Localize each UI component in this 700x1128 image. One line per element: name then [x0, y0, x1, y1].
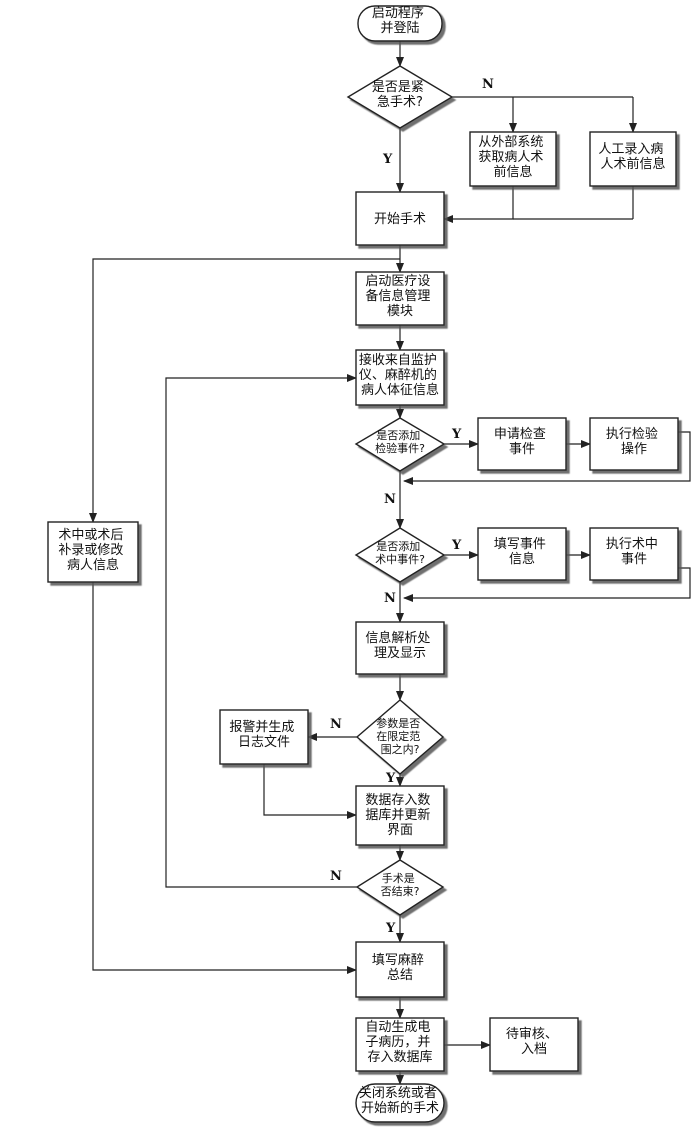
decision-range	[355, 699, 445, 775]
label-y-addexam: Y	[451, 427, 462, 442]
supplement-label: 术中或术后 补录或修改 病人信息	[58, 528, 127, 573]
end-label: 手术是 否结束?	[381, 871, 420, 898]
decision-addexam	[354, 417, 446, 472]
label-n-addevent: N	[384, 591, 396, 606]
process-receive	[355, 349, 445, 406]
anesth-label: 填写麻醉 总结	[372, 952, 428, 983]
apply-label: 申请检查 事件	[494, 427, 550, 457]
label-y-end: Y	[385, 921, 396, 936]
connectors	[89, 41, 691, 1085]
arrow-execexam-return	[403, 431, 691, 485]
alarm-label: 报警并生成 日志文件	[229, 719, 298, 750]
emr-label: 自动生成电 子病历，并 存入数据库	[365, 1020, 434, 1065]
addevent-label: 是否添加 术中事件?	[375, 539, 425, 566]
arrow-execevent-return	[403, 567, 691, 602]
process-store	[355, 785, 445, 846]
label-n-addexam: N	[384, 492, 396, 507]
process-supplement	[47, 521, 139, 583]
arrow-external-begin	[443, 186, 514, 223]
terminator-start	[357, 5, 443, 42]
process-execevent	[589, 527, 679, 581]
label-y-range: Y	[385, 771, 396, 786]
process-anesth	[355, 941, 445, 998]
fill-label: 填写事件 信息	[494, 537, 550, 567]
process-parse	[355, 621, 445, 675]
process-review	[489, 1017, 579, 1072]
arrow-supplement-anesth	[92, 582, 357, 974]
label-y-emergency: Y	[382, 152, 393, 167]
arrow-end-loop	[165, 374, 357, 888]
decision-emergency	[346, 65, 454, 129]
label-n-range: N	[330, 717, 342, 732]
store-label: 数据存入数 据库并更新 界面	[365, 793, 434, 838]
manual-label: 人工录入病 人术前信息	[598, 142, 667, 172]
addexam-label: 是否添加 检验事件?	[375, 428, 425, 455]
receive-label: 接收来自监护 仪、麻醉机的 病人体征信息	[359, 352, 441, 398]
process-fill	[477, 527, 567, 581]
node-labels: 启动程序 并登陆 是否是紧 急手术? 从外部系统 获取病人术 前信息 人工录入病…	[58, 6, 667, 1116]
terminator-close	[355, 1083, 445, 1123]
start-label: 启动程序 并登陆	[372, 6, 428, 36]
process-apply	[477, 417, 567, 471]
emergency-label: 是否是紧 急手术?	[372, 80, 428, 110]
process-emr	[355, 1017, 445, 1072]
shapes	[47, 5, 679, 1123]
arrow-to-supplement	[89, 258, 400, 523]
device-label: 启动医疗设 备信息管理 模块	[365, 274, 434, 319]
branch-labels: N Y Y N Y N N Y N Y	[330, 77, 494, 936]
process-alarm	[219, 709, 309, 765]
process-device	[355, 271, 445, 326]
label-y-addevent: Y	[451, 538, 462, 553]
decision-addevent	[354, 527, 446, 583]
label-n-emergency: N	[482, 77, 494, 92]
begin-label: 开始手术	[374, 212, 426, 227]
execexam-label: 执行检验 操作	[606, 426, 662, 457]
arrow-alarm-store	[263, 764, 357, 819]
parse-label: 信息解析处 理及显示	[365, 630, 434, 661]
review-label: 待审核、 入档	[506, 1027, 562, 1057]
close-label: 关闭系统或者 开始新的手术	[359, 1086, 441, 1116]
execevent-label: 执行术中 事件	[606, 537, 662, 567]
range-label: 参数是否 在限定范 围之内?	[376, 716, 424, 756]
process-external	[469, 131, 557, 187]
process-manual	[589, 131, 677, 187]
process-begin	[355, 191, 445, 246]
decision-end	[355, 859, 445, 916]
process-execexam	[589, 417, 679, 471]
external-label: 从外部系统 获取病人术 前信息	[478, 135, 547, 180]
label-n-end: N	[330, 869, 342, 884]
